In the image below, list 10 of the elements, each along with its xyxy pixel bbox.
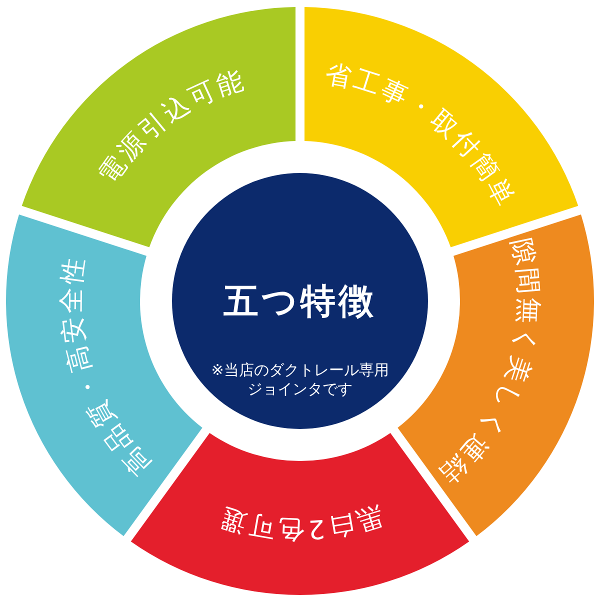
center-note: ※当店のダクトレール専用ジョインタです [210, 361, 390, 399]
segment-label: 黒白2色可選 [213, 500, 387, 544]
ring-segment [6, 214, 203, 537]
segment-label: 電源引込可能 [94, 64, 250, 190]
ring-segment [21, 7, 296, 248]
segment-label: 省工事・取付簡単 [322, 59, 522, 214]
ring-segment [397, 214, 594, 537]
segment-label: 隙間無く美しく連結 [431, 236, 544, 492]
center-title: 五つ特徴 [224, 282, 376, 322]
segment-label: 高品質・高安全性 [56, 252, 157, 480]
